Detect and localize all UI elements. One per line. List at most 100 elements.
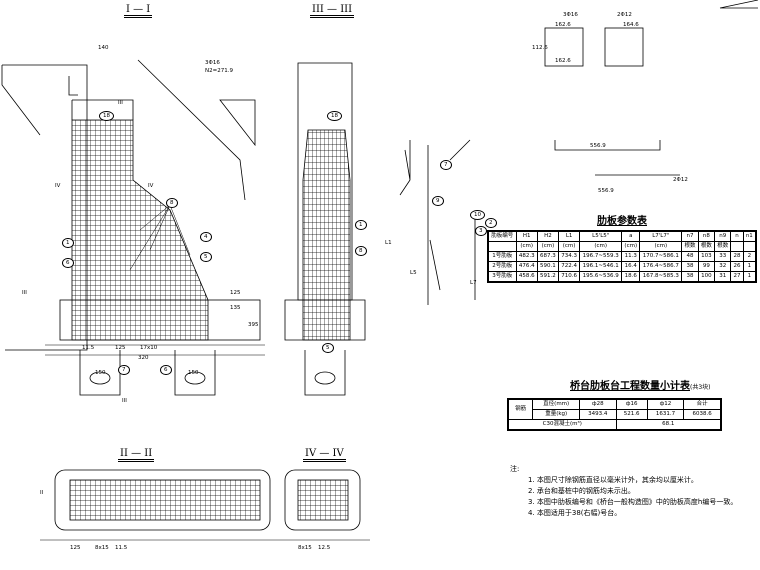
drawing-label: 11.5 — [115, 545, 128, 551]
drawing-label: 10 — [470, 210, 485, 220]
drawing-label: 125 — [70, 545, 81, 551]
drawing-label: L1 — [385, 240, 392, 246]
note-item: 3. 本图中肋板编号和《桥台一般构造图》中的肋板高度h编号一致。 — [528, 498, 738, 506]
weight-label: 重量(kg) — [532, 409, 581, 420]
column-unit — [487, 241, 517, 252]
table-cell: 38 — [681, 271, 699, 283]
drawing-label: 8x15 — [95, 545, 109, 551]
table-cell: 27 — [730, 271, 744, 283]
drawing-label: 17x10 — [140, 345, 158, 351]
table-cell: 1 — [742, 261, 757, 272]
drawing-label: 320 — [138, 355, 149, 361]
table-cell: 591.2 — [536, 271, 560, 283]
section-4-4-view — [280, 469, 370, 541]
drawing-label: 112.6 — [532, 45, 548, 51]
drawing-label: IV — [148, 183, 154, 189]
drawing-label: 9 — [432, 196, 444, 206]
column-unit: (cm) — [536, 241, 560, 252]
drawing-label: 1 — [62, 238, 74, 248]
table-cell: 734.3 — [558, 251, 581, 262]
section-title-2-2: II — II — [118, 448, 155, 462]
column-unit: (cm) — [579, 241, 623, 252]
drawing-label: 6 — [160, 365, 172, 375]
table-cell: 2 — [742, 251, 757, 262]
drawing-label: 125 — [230, 290, 241, 296]
drawing-label: 6 — [62, 258, 74, 268]
column-header: L5'L5" — [579, 230, 623, 242]
drawing-label: 18 — [99, 111, 114, 121]
table-cell: 476.4 — [515, 261, 538, 272]
table-cell: 1号肋板 — [487, 251, 517, 262]
drawing-label: L5 — [410, 270, 417, 276]
rib-table-title: 肋板参数表 — [597, 216, 647, 227]
column-header: n1 — [742, 230, 757, 242]
drawing-label: 3Φ16 — [205, 60, 220, 66]
column-unit: 根数 — [681, 241, 699, 252]
drawing-label: 150 — [95, 370, 106, 376]
diameter-label: 直径(mm) — [532, 398, 581, 410]
note-item: 1. 本图尺寸除钢筋直径以毫米计外，其余均以厘米计。 — [528, 476, 698, 484]
drawing-label: L7 — [470, 280, 477, 286]
drawing-label: N2=271.9 — [205, 68, 233, 74]
drawing-label: 11.5 — [82, 345, 95, 351]
drawing-label: 556.9 — [590, 143, 606, 149]
weight-total: 6038.6 — [683, 409, 722, 420]
table-cell: 38 — [681, 261, 699, 272]
drawing-label: 5 — [322, 343, 334, 353]
rebar-details — [399, 0, 759, 305]
drawing-label: 4 — [200, 232, 212, 242]
drawing-label: 7 — [440, 160, 452, 170]
table-cell: 722.4 — [558, 261, 581, 272]
drawing-label: 2Φ12 — [617, 12, 632, 18]
table-cell: 28 — [730, 251, 744, 262]
drawing-label: 18 — [327, 111, 342, 121]
rebar-label: 钢筋 — [507, 398, 534, 420]
drawing-label: 12.5 — [318, 545, 331, 551]
section-3-3-view — [284, 62, 366, 396]
drawing-label: 1 — [355, 220, 367, 230]
column-header: a — [621, 230, 641, 242]
table-cell: 3号肋板 — [487, 271, 517, 283]
table-cell: 33 — [714, 251, 732, 262]
table-cell: 2号肋板 — [487, 261, 517, 272]
column-unit: (cm) — [515, 241, 538, 252]
notes-heading: 注: — [510, 465, 520, 473]
drawing-label: 2 — [485, 218, 497, 228]
table-cell: 482.3 — [515, 251, 538, 262]
table-cell: 710.6 — [558, 271, 581, 283]
drawing-label: 556.9 — [598, 188, 614, 194]
section-title-3-3: III — III — [310, 4, 355, 18]
total-label: 合计 — [683, 398, 722, 410]
concrete-value: 68.1 — [615, 419, 722, 431]
section-title-1-1: I — I — [124, 4, 153, 18]
weight: 521.6 — [615, 409, 648, 420]
column-header: 肋板编号 — [487, 230, 517, 242]
table-cell: 196.1~546.1 — [579, 261, 623, 272]
column-header: L1 — [558, 230, 581, 242]
drawing-label: III — [118, 100, 123, 106]
drawing-label: 3Φ16 — [563, 12, 578, 18]
drawing-label: 140 — [98, 45, 109, 51]
drawing-label: 5 — [200, 252, 212, 262]
drawing-label: 8x15 — [298, 545, 312, 551]
table-cell: 100 — [697, 271, 716, 283]
table-cell: 18.6 — [621, 271, 641, 283]
table-cell: 99 — [697, 261, 716, 272]
drawing-label: 150 — [188, 370, 199, 376]
drawing-label: 2Φ12 — [673, 177, 688, 183]
column-unit: (cm) — [558, 241, 581, 252]
drawing-label: 162.6 — [555, 58, 571, 64]
drawing-label: IV — [55, 183, 61, 189]
section-title-4-4: IV — IV — [303, 448, 346, 462]
drawing-label: 162.6 — [555, 22, 571, 28]
note-item: 2. 承台和基桩中的钢筋均未示出。 — [528, 487, 635, 495]
drawing-label: 135 — [230, 305, 241, 311]
note-item: 4. 本图适用于38(右幅)号台。 — [528, 509, 622, 517]
concrete-label: C30混凝土(m³) — [507, 419, 617, 431]
table-cell: 170.7~586.1 — [639, 251, 683, 262]
column-unit — [730, 241, 744, 252]
